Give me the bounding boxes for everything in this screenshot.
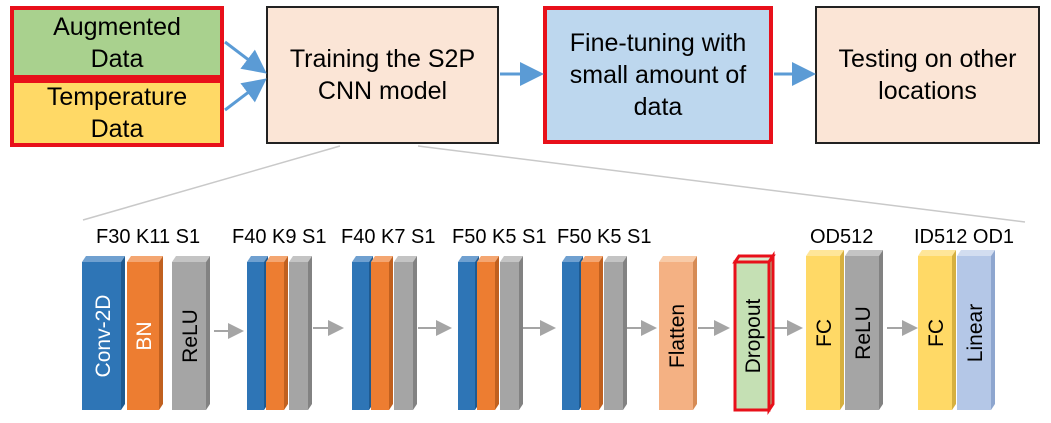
augmented-data-label: Augmented Data <box>53 12 181 73</box>
dropout-block <box>732 251 776 415</box>
group1-label: F30 K11 S1 <box>96 226 201 248</box>
relu-text-1: ReLU <box>179 309 202 363</box>
bn-block-5 <box>581 256 603 410</box>
conv-text: Conv-2D <box>92 295 115 378</box>
temperature-data-label: Temperature Data <box>46 83 188 143</box>
linear-text: Linear <box>964 304 987 362</box>
relu-block-5 <box>604 256 627 410</box>
group3-label: F40 K7 S1 <box>341 226 436 248</box>
relu-block-4 <box>500 256 523 410</box>
testing-label: Testing on other locations <box>838 45 1017 105</box>
group4-label: F50 K5 S1 <box>452 226 547 248</box>
fc2-label: ID512 OD1 <box>914 226 1015 248</box>
fc-text-1: FC <box>813 319 836 347</box>
bn-block-3 <box>371 256 393 410</box>
group5-label: F50 K5 S1 <box>557 226 652 248</box>
fc-block-2 <box>918 250 956 410</box>
relu-block-2 <box>289 256 312 410</box>
arrow-augmented-to-training <box>224 40 267 74</box>
training-box: Training the S2P CNN model <box>266 6 499 144</box>
conv-block-4 <box>458 256 479 410</box>
temperature-data-box: Temperature Data <box>10 79 224 147</box>
relu-block-3 <box>394 256 417 410</box>
bn-block-1 <box>127 256 163 410</box>
conv-block-3 <box>352 256 373 410</box>
relu-block-1 <box>172 256 210 410</box>
guide-line-right <box>417 145 1026 223</box>
finetune-label: Fine-tuning with small amount of data <box>569 29 747 121</box>
bn-block-2 <box>266 256 288 410</box>
layer-blocks <box>82 250 995 415</box>
relu-text-2: ReLU <box>852 306 875 360</box>
bn-text: BN <box>133 321 156 350</box>
dropout-text: Dropout <box>742 298 765 373</box>
augmented-data-box: Augmented Data <box>10 6 224 79</box>
testing-box: Testing on other locations <box>815 6 1040 144</box>
flatten-block <box>659 256 697 410</box>
fc-block-1 <box>806 250 844 410</box>
flatten-text: Flatten <box>666 304 689 368</box>
conv-block-1 <box>82 256 125 410</box>
bn-block-4 <box>477 256 499 410</box>
arrow-temperature-to-training <box>224 78 267 112</box>
conv-block-2 <box>247 256 268 410</box>
relu-block-6 <box>845 250 883 410</box>
fc1-label: OD512 <box>810 226 874 248</box>
group2-label: F40 K9 S1 <box>232 226 327 248</box>
training-label: Training the S2P CNN model <box>289 45 476 105</box>
conv-block-5 <box>562 256 583 410</box>
fc-text-2: FC <box>925 319 948 347</box>
finetune-box: Fine-tuning with small amount of data <box>543 6 773 144</box>
linear-block <box>957 250 995 410</box>
guide-line-left <box>82 145 341 221</box>
